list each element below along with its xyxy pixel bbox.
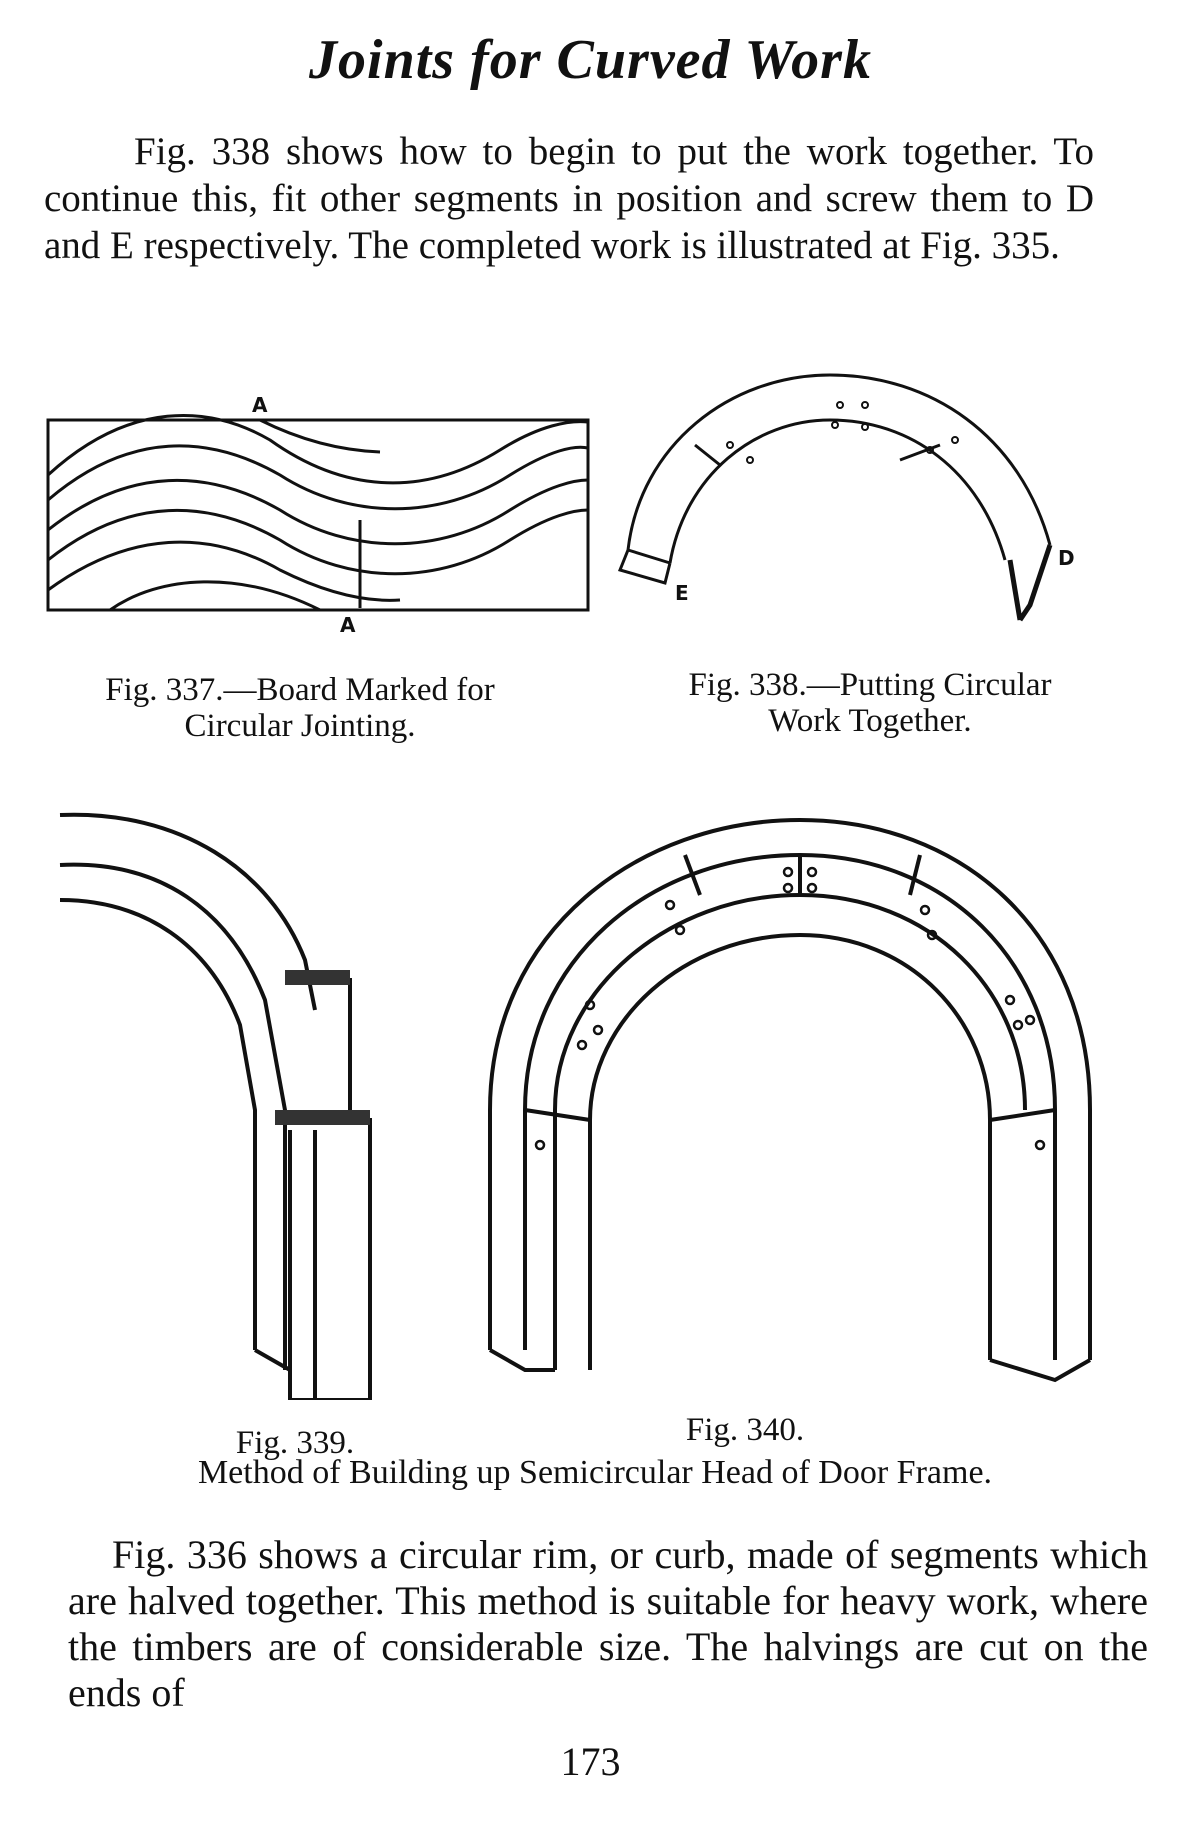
door-frame-side-illustration	[59, 812, 372, 1400]
page-title: Joints for Curved Work	[309, 29, 872, 91]
intro-paragraph: Fig. 338 shows how to begin to put the w…	[44, 130, 1094, 267]
fig337-caption: Fig. 337.—Board Marked for Circular Join…	[105, 672, 495, 744]
fig339-caption: Fig. 339.	[235, 1425, 355, 1461]
body-paragraph: Fig. 336 shows a circular rim, or curb, …	[68, 1532, 1148, 1715]
page-number: 173	[560, 1739, 621, 1784]
label-a-top: A	[252, 393, 268, 417]
label-d: D	[1058, 546, 1075, 570]
board-marked-illustration: A A	[46, 393, 590, 637]
door-frame-caption: Method of Building up Semicircular Head …	[197, 1454, 993, 1491]
fig338-caption: Fig. 338.—Putting Circular Work Together…	[688, 667, 1052, 739]
label-e: E	[675, 581, 689, 605]
fig340-caption: Fig. 340.	[685, 1412, 805, 1448]
label-a-bottom: A	[340, 613, 356, 637]
semicircular-head-illustration	[488, 817, 1092, 1383]
circular-work-illustration: E D	[617, 373, 1075, 622]
